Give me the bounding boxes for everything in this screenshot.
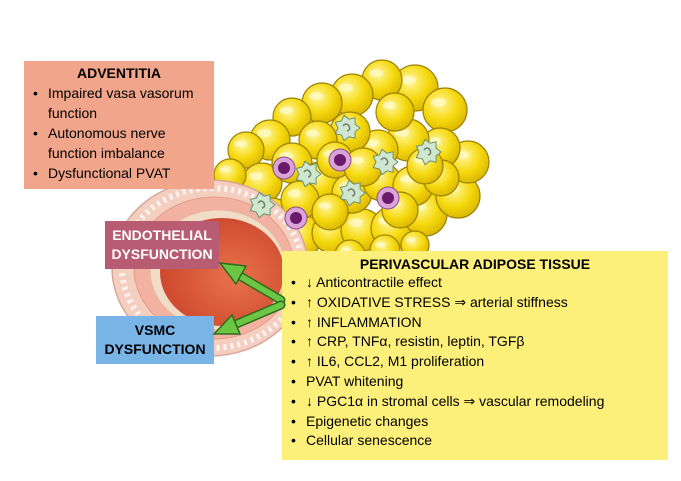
adipocyte-highlight [287, 189, 301, 198]
immune-cell-macrophage [372, 148, 399, 176]
adventitia-title: ADVENTITIA [77, 65, 161, 81]
vsmc-label-line1: VSMC [134, 322, 176, 338]
vsmc-label-line2: DYSFUNCTION [104, 341, 206, 357]
adipocyte-highlight [405, 237, 416, 243]
immune-cell-macrophage [339, 179, 366, 207]
adipocyte-highlight [279, 106, 293, 115]
adipocyte-highlight [382, 101, 396, 110]
pvat-item: ↓ PGC1α in stromal cells ⇒ vascular remo… [290, 392, 660, 412]
vsmc-dysfunction-box: VSMC DYSFUNCTION [96, 316, 214, 364]
pvat-item: ↓ Anticontractile effect [290, 273, 660, 293]
adipocyte-highlight [348, 218, 364, 227]
pvat-list: ↓ Anticontractile effect ↑ OXIDATIVE STR… [290, 273, 660, 451]
adipocyte-highlight [375, 241, 386, 248]
adipocyte-highlight [350, 156, 364, 165]
immune-cell-macrophage [334, 114, 361, 142]
macrophage-nucleus [257, 200, 266, 209]
adventitia-item: Impaired vasa vasorum function [32, 83, 206, 123]
endothelial-dysfunction-box: ENDOTHELIAL DYSFUNCTION [105, 221, 219, 269]
macrophage-nucleus [380, 157, 389, 166]
adipocyte-highlight [234, 140, 247, 148]
pvat-item: ↑ IL6, CCL2, M1 proliferation [290, 352, 660, 372]
immune-cell-nucleus [278, 162, 290, 174]
immune-cell-nucleus [290, 212, 302, 224]
pvat-item: PVAT whitening [290, 372, 660, 392]
adventitia-list: Impaired vasa vasorum function Autonomou… [32, 83, 206, 183]
macrophage-nucleus [342, 123, 351, 132]
adipocyte-highlight [369, 69, 383, 77]
adipocyte-highlight [338, 83, 354, 92]
adipocyte-highlight [400, 75, 417, 85]
adipocyte-highlight [309, 92, 323, 100]
adventitia-box: ADVENTITIA Impaired vasa vasorum functio… [24, 61, 214, 189]
endothelial-label-line1: ENDOTHELIAL [112, 227, 212, 243]
adventitia-item: Dysfunctional PVAT [32, 163, 206, 183]
adipocyte-highlight [430, 97, 447, 107]
adipocyte [375, 92, 415, 132]
adipocyte-highlight [305, 129, 319, 138]
adipocyte-highlight [219, 166, 231, 173]
pvat-box: PERIVASCULAR ADIPOSE TISSUE ↓ Anticontra… [282, 251, 668, 460]
pvat-title: PERIVASCULAR ADIPOSE TISSUE [359, 256, 591, 272]
pvat-item: ↑ OXIDATIVE STRESS ⇒ arterial stiffness [290, 293, 660, 313]
macrophage-nucleus [303, 169, 312, 178]
adipocyte-highlight [257, 129, 271, 137]
endothelial-label-line2: DYSFUNCTION [111, 246, 213, 262]
macrophage-nucleus [347, 188, 356, 197]
pvat-item: Cellular senescence [290, 431, 660, 451]
immune-cell-macrophage [295, 160, 322, 188]
immune-cell-macrophage [415, 138, 442, 166]
immune-cell-macrophage [249, 191, 276, 219]
macrophage-nucleus [423, 147, 432, 156]
pvat-item: ↑ CRP, TNFα, resistin, leptin, TGFβ [290, 332, 660, 352]
immune-cell-nucleus [382, 192, 394, 204]
immune-cell-nucleus [334, 154, 346, 166]
adipocyte-highlight [249, 172, 263, 180]
adipocyte-highlight [318, 202, 331, 210]
adipocyte [422, 87, 468, 133]
pvat-item: Epigenetic changes [290, 412, 660, 432]
immune-cells [249, 114, 442, 230]
adventitia-item: Autonomous nerve function imbalance [32, 123, 206, 163]
pvat-item: ↑ INFLAMMATION [290, 313, 660, 333]
